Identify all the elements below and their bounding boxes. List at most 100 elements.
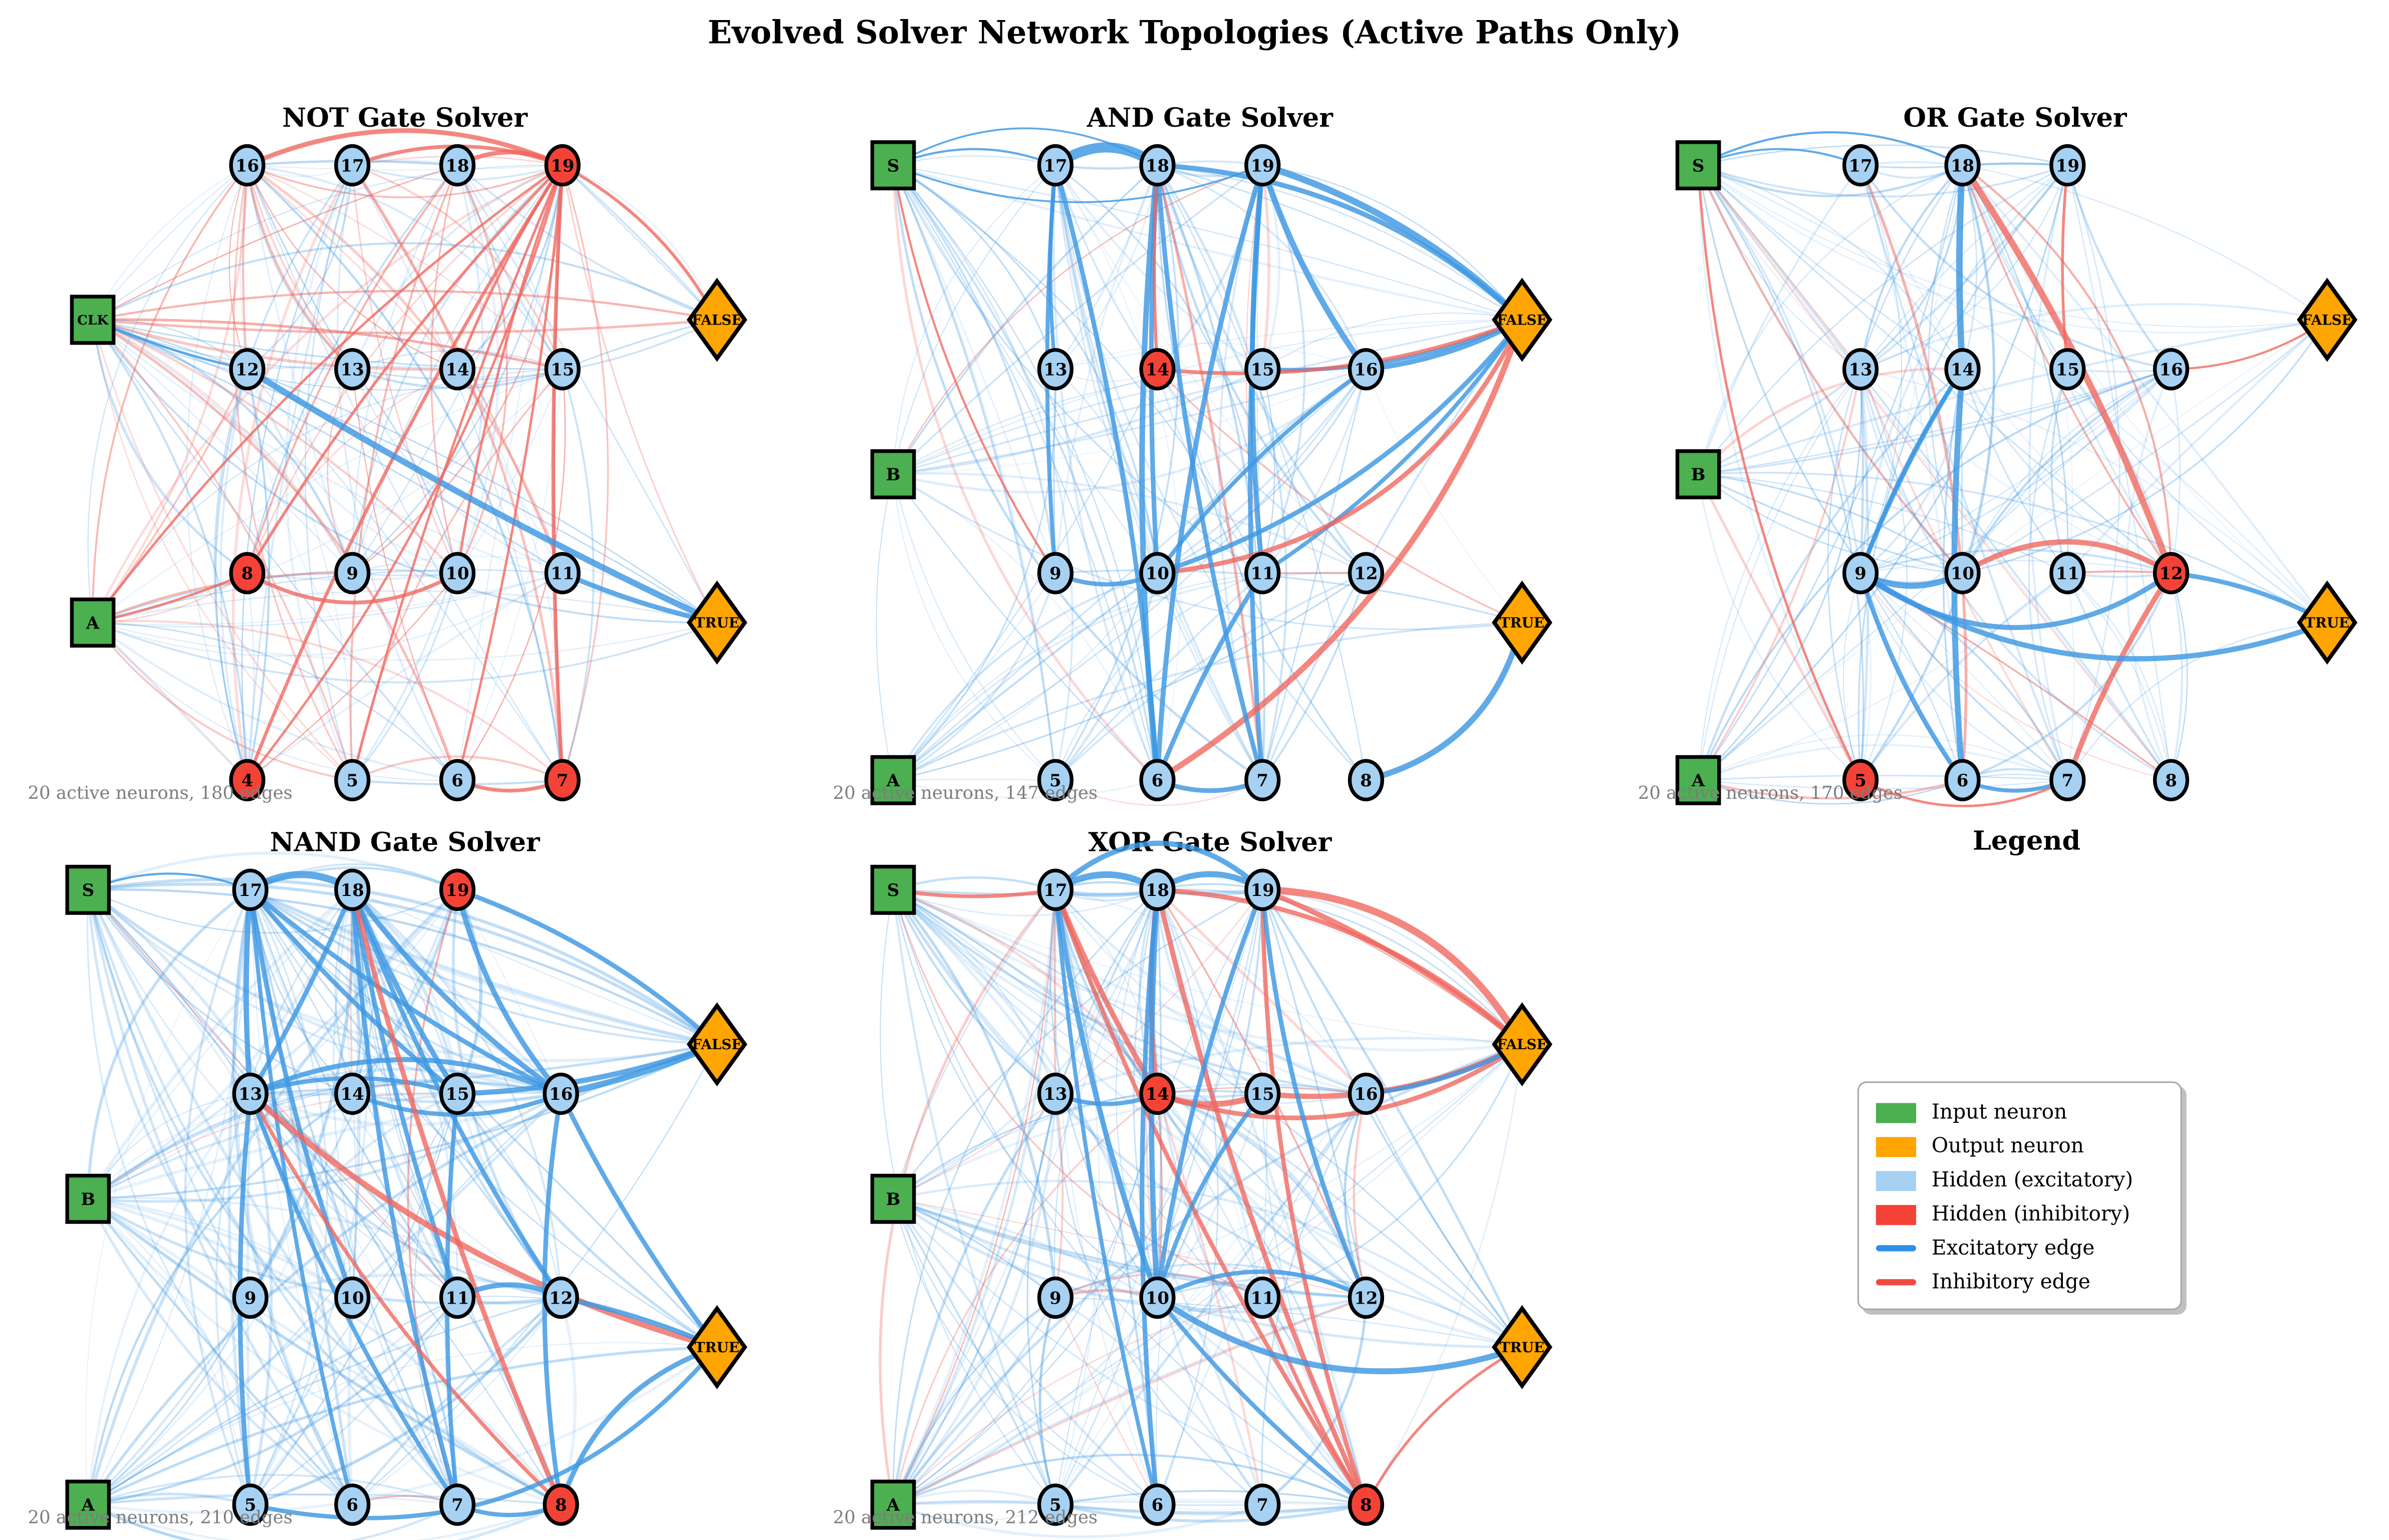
node-17-or-gate-solver [1842, 144, 1879, 187]
node-6-or-gate-solver [1944, 759, 1981, 802]
node-TRUE-nand-gate-solver [686, 1305, 747, 1389]
panel-caption-and-gate-solver: 20 active neurons, 147 edges [833, 783, 1098, 803]
node-A-and-gate-solver [870, 755, 916, 805]
node-10-nand-gate-solver [334, 1276, 371, 1319]
panel-caption-or-gate-solver: 20 active neurons, 170 edges [1638, 783, 1903, 803]
node-A-not-gate-solver [70, 597, 116, 648]
node-9-or-gate-solver [1842, 552, 1879, 594]
node-15-or-gate-solver [2049, 348, 2086, 391]
node-16-not-gate-solver [229, 144, 266, 187]
node-S-and-gate-solver [870, 140, 916, 191]
legend-title: Legend [1973, 826, 2081, 858]
node-7-or-gate-solver [2049, 759, 2086, 802]
node-7-not-gate-solver [544, 759, 581, 802]
node-10-or-gate-solver [1944, 552, 1981, 594]
node-A-nand-gate-solver [65, 1479, 111, 1530]
panel-title-or-gate-solver: OR Gate Solver [1903, 103, 2128, 133]
node-6-not-gate-solver [439, 759, 476, 802]
legend-swatch-3 [1876, 1204, 1917, 1224]
node-B-xor-gate-solver [870, 1173, 916, 1224]
legend-item-1: Output neuron [1876, 1129, 2171, 1163]
node-17-not-gate-solver [334, 144, 371, 187]
node-12-not-gate-solver [229, 348, 266, 391]
legend-label-5: Inhibitory edge [1931, 1271, 2090, 1294]
node-17-nand-gate-solver [232, 868, 269, 911]
node-14-xor-gate-solver [1139, 1072, 1176, 1115]
node-7-nand-gate-solver [439, 1483, 476, 1526]
node-14-not-gate-solver [439, 348, 476, 391]
legend-label-2: Hidden (excitatory) [1931, 1168, 2134, 1192]
node-A-or-gate-solver [1675, 755, 1721, 805]
legend-swatch-4 [1876, 1246, 1917, 1251]
node-B-and-gate-solver [870, 449, 916, 499]
node-B-nand-gate-solver [65, 1173, 111, 1224]
node-16-xor-gate-solver [1348, 1072, 1384, 1115]
node-19-and-gate-solver [1244, 144, 1281, 187]
node-CLK-not-gate-solver [70, 294, 116, 345]
panel-caption-not-gate-solver: 20 active neurons, 180 edges [28, 783, 293, 803]
node-10-xor-gate-solver [1139, 1276, 1176, 1319]
node-5-xor-gate-solver [1037, 1483, 1074, 1526]
node-14-nand-gate-solver [334, 1072, 371, 1115]
node-13-or-gate-solver [1842, 348, 1879, 391]
legend-item-4: Excitatory edge [1876, 1231, 2171, 1266]
panel-title-nand-gate-solver: NAND Gate Solver [270, 827, 541, 858]
node-5-and-gate-solver [1037, 759, 1074, 802]
legend-swatch-0 [1876, 1102, 1917, 1123]
node-18-not-gate-solver [439, 144, 476, 187]
node-S-nand-gate-solver [65, 864, 111, 915]
node-14-and-gate-solver [1139, 348, 1176, 391]
node-9-and-gate-solver [1037, 552, 1074, 594]
node-10-and-gate-solver [1139, 552, 1176, 594]
node-8-xor-gate-solver [1348, 1483, 1384, 1526]
node-8-not-gate-solver [229, 552, 266, 594]
node-19-or-gate-solver [2049, 144, 2086, 187]
node-9-xor-gate-solver [1037, 1276, 1074, 1319]
node-19-nand-gate-solver [439, 868, 476, 911]
node-19-xor-gate-solver [1244, 868, 1281, 911]
node-12-or-gate-solver [2153, 552, 2190, 594]
panel-title-not-gate-solver: NOT Gate Solver [282, 103, 528, 133]
node-15-nand-gate-solver [439, 1072, 476, 1115]
node-FALSE-and-gate-solver [1491, 277, 1552, 362]
figure-title: Evolved Solver Network Topologies (Activ… [707, 14, 1682, 51]
node-FALSE-not-gate-solver [686, 277, 747, 362]
node-19-not-gate-solver [544, 144, 581, 187]
node-5-not-gate-solver [334, 759, 371, 802]
node-8-and-gate-solver [1348, 759, 1384, 802]
node-17-and-gate-solver [1037, 144, 1074, 187]
legend-label-1: Output neuron [1931, 1134, 2084, 1158]
panel-title-and-gate-solver: AND Gate Solver [1087, 103, 1334, 133]
panel-caption-xor-gate-solver: 20 active neurons, 212 edges [833, 1507, 1098, 1528]
node-TRUE-not-gate-solver [686, 580, 747, 665]
node-12-nand-gate-solver [543, 1276, 579, 1319]
node-6-and-gate-solver [1139, 759, 1176, 802]
node-10-not-gate-solver [439, 552, 476, 594]
node-7-xor-gate-solver [1244, 1483, 1281, 1526]
node-18-xor-gate-solver [1139, 868, 1176, 911]
node-13-and-gate-solver [1037, 348, 1074, 391]
node-11-and-gate-solver [1244, 552, 1281, 594]
legend-item-5: Inhibitory edge [1876, 1265, 2171, 1299]
node-15-xor-gate-solver [1244, 1072, 1281, 1115]
legend-swatch-2 [1876, 1170, 1917, 1190]
node-FALSE-nand-gate-solver [686, 1002, 747, 1087]
node-4-not-gate-solver [229, 759, 266, 802]
node-FALSE-or-gate-solver [2297, 277, 2358, 362]
node-14-or-gate-solver [1944, 348, 1981, 391]
legend-swatch-5 [1876, 1280, 1917, 1285]
node-18-nand-gate-solver [334, 868, 371, 911]
node-9-not-gate-solver [334, 552, 371, 594]
legend-label-4: Excitatory edge [1931, 1237, 2095, 1260]
panel-caption-nand-gate-solver: 20 active neurons, 210 edges [28, 1507, 293, 1528]
node-16-or-gate-solver [2153, 348, 2190, 391]
node-S-xor-gate-solver [870, 864, 916, 915]
legend-label-0: Input neuron [1931, 1100, 2067, 1124]
